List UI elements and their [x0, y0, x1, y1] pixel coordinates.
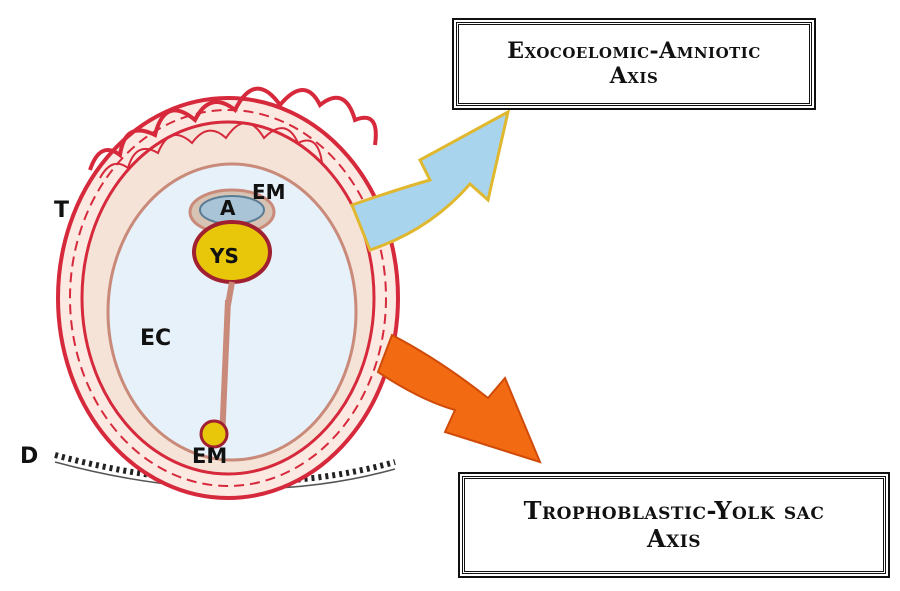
amnion-yolk-complex	[188, 188, 276, 449]
exocoelom-cavity	[106, 162, 358, 462]
trophoblastic-yolk-sac-axis-box: Trophoblastic-Yolk sac Axis	[462, 476, 886, 574]
box-top-line2: Axis	[609, 63, 659, 89]
arrow-down-icon	[376, 333, 542, 464]
extraembryonic-mesoderm-label-top: EM	[252, 180, 286, 204]
yolk-sac-label: YS	[210, 244, 239, 268]
decidua-label: D	[20, 444, 39, 469]
extraembryonic-mesoderm-label-bottom: EM	[192, 444, 228, 468]
box-bottom-line2: Axis	[646, 524, 702, 553]
exocoelom-label: EC	[140, 326, 172, 351]
exocoelomic-amniotic-axis-box: Exocoelomic-Amniotic Axis	[456, 22, 812, 106]
amnion-label: A	[220, 196, 236, 220]
trophoblast-label: T	[54, 198, 70, 223]
arrow-up-icon	[350, 109, 511, 252]
box-top-line1: Exocoelomic-Amniotic	[507, 37, 761, 64]
box-bottom-line1: Trophoblastic-Yolk sac	[523, 496, 825, 526]
